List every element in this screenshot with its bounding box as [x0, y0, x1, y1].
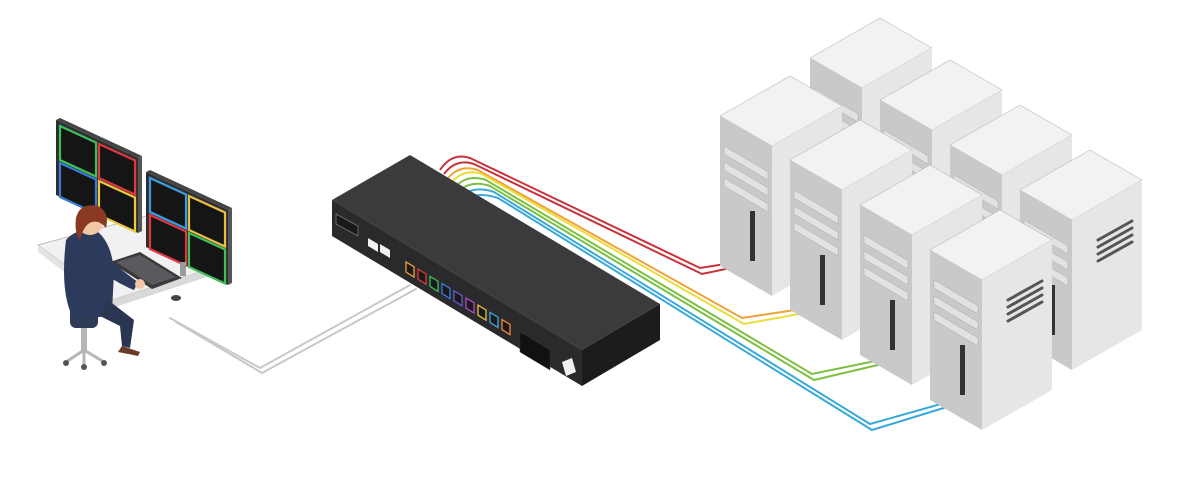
- port-button: [489, 311, 499, 329]
- monitor-pane: [148, 176, 188, 231]
- port-button: [417, 268, 427, 286]
- monitor-pane: [187, 231, 227, 286]
- server-rack: [719, 17, 1143, 430]
- port-button: [429, 275, 439, 293]
- logo-icon: [562, 358, 576, 376]
- display-icon: [335, 213, 359, 237]
- front-panel: [335, 213, 576, 376]
- port-button: [405, 260, 415, 279]
- monitor-pane: [187, 194, 227, 249]
- monitor-pane: [97, 179, 137, 234]
- monitor-2: [146, 170, 232, 286]
- port-buttons: [405, 260, 511, 336]
- port-button: [453, 289, 463, 307]
- cables: [169, 155, 951, 432]
- port-button: [465, 296, 475, 315]
- monitor-1: [56, 118, 142, 242]
- server-cable-1: [439, 155, 741, 276]
- port-button: [477, 304, 487, 322]
- monitor-pane: [97, 142, 137, 197]
- server-tower-icon: [929, 209, 1053, 430]
- keyboard-icon: [110, 252, 182, 289]
- kvm-switch-icon: [332, 155, 660, 386]
- port-button: [501, 318, 511, 336]
- operator-station: [36, 118, 232, 370]
- monitor-pane: [58, 124, 98, 179]
- server-cable-2: [447, 167, 811, 326]
- port-button: [441, 282, 451, 300]
- person-icon: [63, 205, 145, 370]
- mouse-icon: [171, 295, 181, 301]
- console-cable: [169, 284, 417, 375]
- usb-port-icon: [368, 238, 390, 258]
